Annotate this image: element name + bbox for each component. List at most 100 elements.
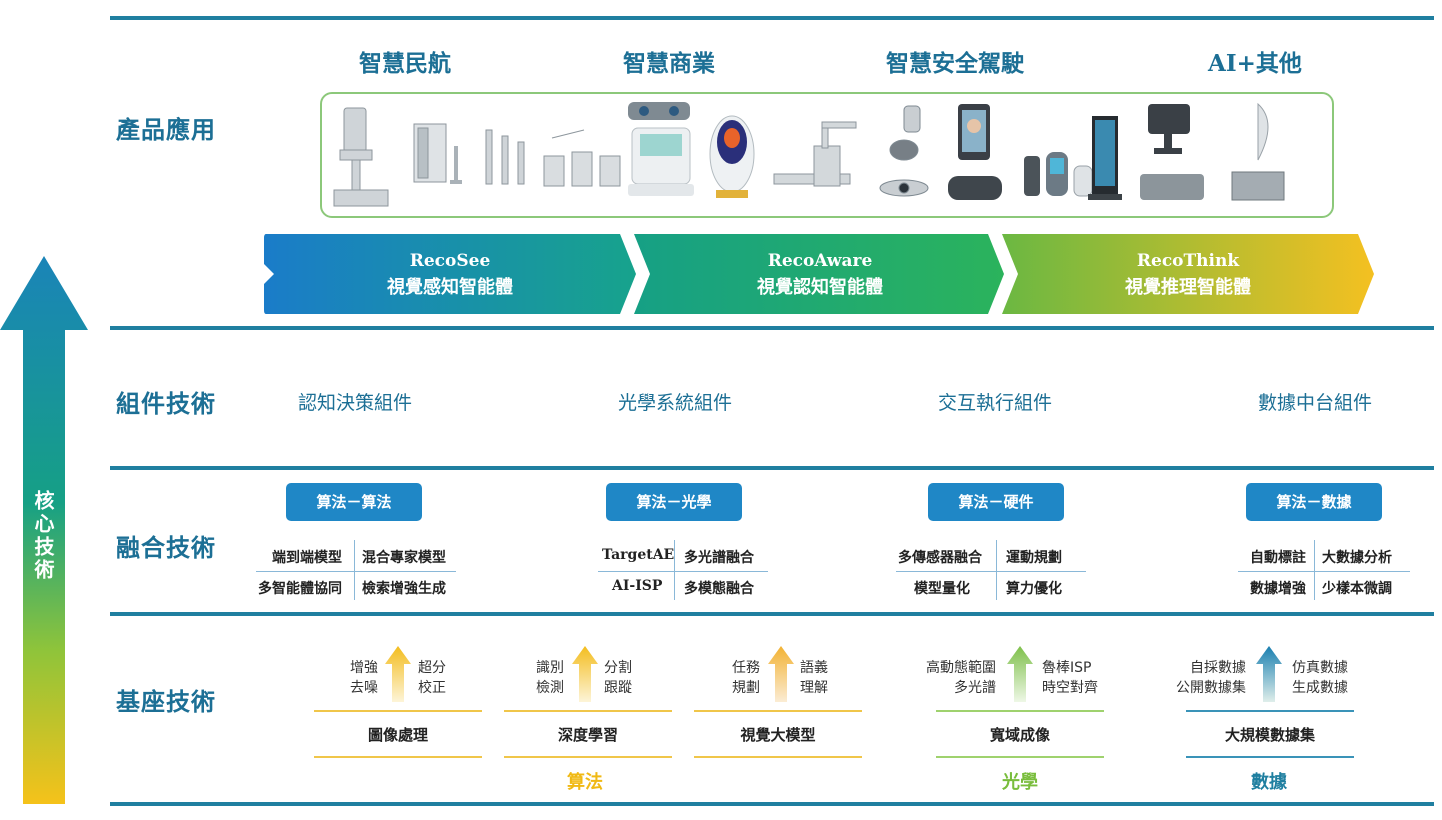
foundation-wide-imaging: 寬域成像	[989, 726, 1050, 744]
divider-components	[110, 466, 1434, 470]
fusion-algo-hardware: 算法－硬件	[928, 483, 1064, 521]
fusion-algo-optics: 算法－光學	[606, 483, 742, 521]
fusion-item: 自動標註	[1250, 550, 1306, 566]
foundation-term: 識別	[536, 660, 564, 676]
banner-recosee-title: RecoSee	[409, 251, 491, 271]
foundation-term: 跟蹤	[604, 680, 632, 696]
fusion-item: 混合專家模型	[362, 550, 446, 566]
section-products: 產品應用	[116, 115, 216, 144]
product-image-panel	[320, 92, 1334, 218]
fusion-grid-divider	[1238, 571, 1410, 572]
fusion-grid-divider	[256, 571, 456, 572]
component-cognitive: 認知決策組件	[297, 392, 412, 414]
foundation-term: 校正	[418, 680, 446, 696]
product-category-other: AI+其他	[1208, 50, 1302, 77]
foundation-left: 自採數據 公開數據集	[1164, 658, 1246, 698]
fusion-grid-divider	[1314, 540, 1315, 600]
component-data-platform: 數據中台組件	[1257, 392, 1372, 414]
foundation-left: 高動態範圍 多光譜	[916, 658, 996, 698]
foundation-deep-learning: 深度學習	[557, 726, 618, 744]
category-optics: 光學	[1002, 772, 1038, 793]
fusion-item: 少樣本微調	[1322, 581, 1392, 597]
section-components: 組件技術	[116, 389, 216, 418]
fusion-item: 多傳感器融合	[898, 550, 982, 566]
divider-fusion	[110, 612, 1434, 616]
fusion-item: 多光譜融合	[684, 550, 754, 566]
divider-bottom	[110, 802, 1434, 806]
foundation-left: 任務 規劃	[732, 658, 760, 698]
foundation-term: 仿真數據	[1292, 660, 1348, 676]
core-tech-arrow	[0, 256, 88, 804]
foundation-term: 生成數據	[1292, 680, 1348, 696]
banner-recoaware-title: RecoAware	[767, 251, 873, 271]
foundation-term: 超分	[418, 660, 446, 676]
banner-recothink-subtitle: 視覺推理智能體	[1125, 277, 1251, 298]
fusion-algo-algo: 算法－算法	[286, 483, 422, 521]
product-category-aviation: 智慧民航	[359, 50, 451, 77]
foundation-term: 高動態範圍	[926, 660, 996, 676]
fusion-item: 大數據分析	[1322, 550, 1392, 566]
fusion-item: 模型量化	[914, 581, 970, 597]
agent-banner-graphic	[264, 234, 1374, 314]
foundation-vision-large-model: 視覺大模型	[740, 726, 816, 744]
core-tech-label: 核心技術	[31, 490, 55, 582]
fusion-item: 運動規劃	[1006, 550, 1062, 566]
foundation-right: 語義 理解	[800, 658, 828, 698]
divider-products	[110, 326, 1434, 330]
banner-recoaware: RecoAware 視覺認知智能體	[660, 234, 980, 314]
foundation-right: 超分 校正	[418, 658, 446, 698]
fusion-item: 數據增強	[1250, 581, 1306, 597]
foundation-term: 規劃	[732, 680, 760, 696]
fusion-item: TargetAE	[602, 547, 675, 563]
foundation-image-processing: 圖像處理	[367, 726, 428, 744]
section-fusion: 融合技術	[116, 533, 216, 562]
foundation-large-dataset: 大規模數據集	[1224, 726, 1315, 744]
foundation-term: 檢測	[536, 680, 564, 696]
banner-recoaware-subtitle: 視覺認知智能體	[757, 277, 883, 298]
banner-recosee-subtitle: 視覺感知智能體	[387, 277, 513, 298]
fusion-grid-divider	[598, 571, 768, 572]
category-data: 數據	[1251, 772, 1287, 793]
fusion-item: 多智能體協同	[258, 581, 342, 597]
foundation-term: 魯棒ISP	[1042, 660, 1092, 676]
fusion-grid-divider	[674, 540, 675, 600]
fusion-algo-data: 算法－數據	[1246, 483, 1382, 521]
foundation-underline	[504, 756, 672, 758]
foundation-underline	[314, 756, 482, 758]
fusion-grid-divider	[996, 540, 997, 600]
foundation-underline	[936, 710, 1104, 712]
foundation-term: 增強	[350, 660, 378, 676]
fusion-grid-divider	[896, 571, 1086, 572]
component-optics: 光學系統組件	[617, 392, 732, 414]
banner-recothink-title: RecoThink	[1136, 251, 1240, 271]
foundation-underline	[504, 710, 672, 712]
category-algorithm: 算法	[567, 772, 603, 793]
fusion-item: 多模態融合	[684, 581, 754, 597]
foundation-left: 增強 去噪	[350, 658, 378, 698]
product-category-driving: 智慧安全駕駛	[886, 50, 1024, 77]
foundation-underline	[694, 756, 862, 758]
foundation-term: 時空對齊	[1042, 680, 1098, 696]
product-category-commerce: 智慧商業	[623, 50, 715, 77]
foundation-underline	[936, 756, 1104, 758]
foundation-underline	[694, 710, 862, 712]
foundation-arrows	[385, 646, 1282, 702]
foundation-right: 魯棒ISP 時空對齊	[1042, 658, 1098, 698]
foundation-term: 語義	[800, 660, 828, 676]
foundation-term: 多光譜	[954, 680, 996, 696]
banner-recothink: RecoThink 視覺推理智能體	[1028, 234, 1348, 314]
foundation-term: 公開數據集	[1176, 680, 1246, 696]
foundation-underline	[314, 710, 482, 712]
foundation-right: 分割 跟蹤	[604, 658, 632, 698]
product-devices-illustration	[333, 102, 1285, 207]
fusion-item: AI-ISP	[612, 578, 663, 594]
foundation-term: 分割	[604, 660, 632, 676]
foundation-left: 識別 檢測	[536, 658, 564, 698]
fusion-item: 檢索增強生成	[362, 581, 446, 597]
component-interaction: 交互執行組件	[937, 392, 1052, 414]
section-foundation: 基座技術	[116, 687, 216, 716]
foundation-underline	[1186, 710, 1354, 712]
banner-recosee: RecoSee 視覺感知智能體	[290, 234, 610, 314]
fusion-item: 端到端模型	[272, 550, 342, 566]
fusion-grid-divider	[354, 540, 355, 600]
